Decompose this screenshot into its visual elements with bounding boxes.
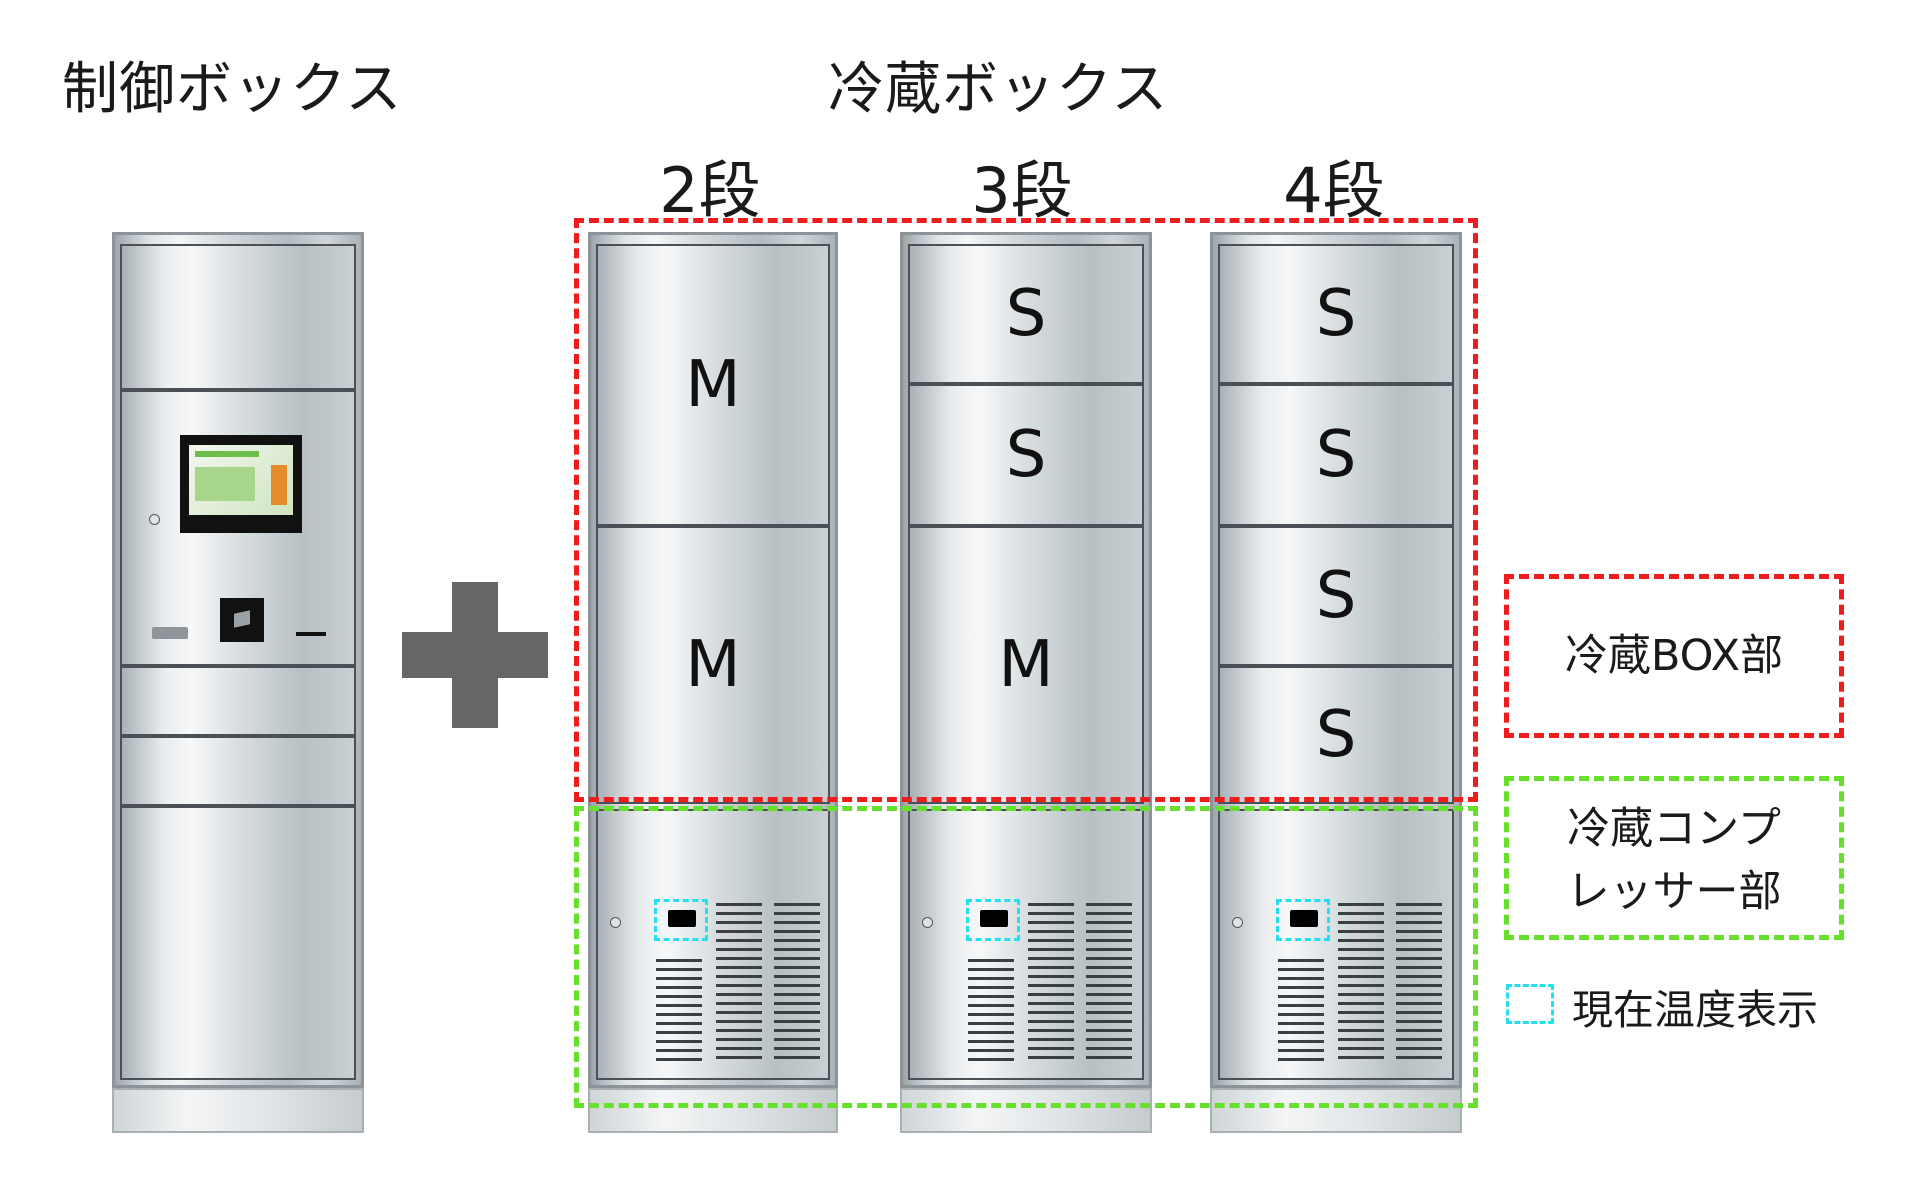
legend-temp-swatch	[1506, 984, 1554, 1024]
fridge-base-3	[900, 1088, 1152, 1133]
temperature-display	[668, 910, 696, 927]
temperature-display	[1290, 910, 1318, 927]
drawer-s: S	[908, 384, 1144, 526]
card-reader-slot	[152, 627, 188, 639]
package-icon	[220, 598, 264, 642]
keyhole-icon	[922, 917, 933, 928]
column-title-3: 3段	[971, 154, 1073, 227]
legend-box-section: 冷蔵BOX部	[1504, 574, 1844, 738]
legend-compressor-label-2: レッサー部	[1566, 867, 1782, 917]
compressor-panel	[908, 809, 1144, 1080]
receipt-slot	[296, 632, 326, 636]
plus-icon-vertical	[452, 582, 498, 728]
drawer-s: S	[908, 244, 1144, 384]
legend-box-section-label: 冷蔵BOX部	[1564, 631, 1784, 681]
compressor-panel	[596, 809, 830, 1080]
temp-display-highlight	[654, 899, 708, 941]
drawer-label: S	[1005, 418, 1047, 492]
column-title-4: 4段	[1283, 154, 1385, 227]
drawer-label: M	[685, 628, 741, 702]
drawer-m: M	[908, 526, 1144, 804]
keyhole-icon	[1232, 917, 1243, 928]
temp-display-highlight	[966, 899, 1020, 941]
control-drawer-2	[120, 736, 356, 806]
drawer-label: S	[1315, 277, 1357, 351]
control-drawer-1	[120, 666, 356, 736]
keyhole-icon	[610, 917, 621, 928]
fridge-base-2	[588, 1088, 838, 1133]
compressor-section-highlight	[574, 806, 1478, 1108]
drawer-label: S	[1315, 559, 1357, 633]
vent-icon	[716, 903, 762, 1064]
drawer-s: S	[1218, 526, 1454, 666]
legend-compressor: 冷蔵コンプ レッサー部	[1504, 776, 1844, 940]
drawer-label: M	[998, 628, 1054, 702]
vent-icon	[656, 959, 702, 1064]
control-interface-panel	[120, 390, 356, 666]
drawer-label: M	[685, 348, 741, 422]
drawer-label: S	[1005, 277, 1047, 351]
control-box-cabinet	[112, 232, 364, 1088]
legend-temp-label: 現在温度表示	[1572, 986, 1818, 1034]
drawer-label: S	[1315, 418, 1357, 492]
touchscreen-icon	[180, 435, 302, 533]
drawer-s: S	[1218, 384, 1454, 526]
drawer-s: S	[1218, 666, 1454, 804]
fridge-base-4	[1210, 1088, 1462, 1133]
control-top-panel	[120, 244, 356, 390]
column-title-2: 2段	[659, 154, 761, 227]
control-box-base	[112, 1088, 364, 1133]
drawer-label: S	[1315, 698, 1357, 772]
drawer-m: M	[596, 526, 830, 804]
vent-icon	[774, 903, 820, 1064]
temp-display-highlight	[1276, 899, 1330, 941]
drawer-m: M	[596, 244, 830, 526]
vent-icon	[1338, 903, 1384, 1064]
box-section-highlight	[574, 218, 1478, 802]
fridge-cabinet-4: S S S S	[1210, 232, 1462, 1088]
vent-icon	[968, 959, 1014, 1064]
fridge-box-heading: 冷蔵ボックス	[828, 57, 1169, 122]
vent-icon	[1086, 903, 1132, 1064]
control-box-heading: 制御ボックス	[62, 57, 403, 122]
vent-icon	[1396, 903, 1442, 1064]
fridge-cabinet-2: M M	[588, 232, 838, 1088]
keyhole-icon	[149, 514, 160, 525]
compressor-panel	[1218, 809, 1454, 1080]
control-bottom-panel	[120, 806, 356, 1080]
temperature-display	[980, 910, 1008, 927]
legend-compressor-label-1: 冷蔵コンプ	[1567, 804, 1781, 854]
drawer-s: S	[1218, 244, 1454, 384]
vent-icon	[1278, 959, 1324, 1064]
vent-icon	[1028, 903, 1074, 1064]
fridge-cabinet-3: S S M	[900, 232, 1152, 1088]
